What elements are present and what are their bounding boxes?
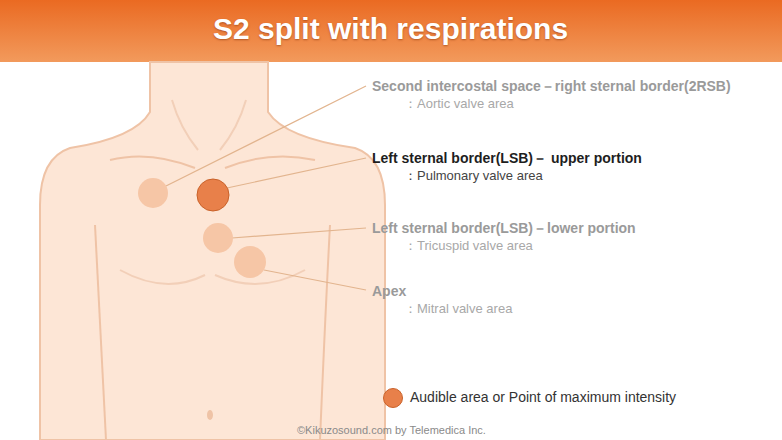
area-heading: Left sternal border(LSB)－lower portion bbox=[372, 220, 636, 238]
area-name: ：Aortic valve area bbox=[404, 95, 514, 113]
legend-text: Audible area or Point of maximum intensi… bbox=[410, 389, 676, 405]
area-heading: Second intercostal space－right sternal b… bbox=[372, 78, 731, 96]
copyright: ©Kikuzosound.com by Telemedica Inc. bbox=[297, 424, 486, 436]
area-name: ：Pulmonary valve area bbox=[404, 167, 543, 185]
title: S2 split with respirations bbox=[213, 12, 568, 46]
area-heading: Apex bbox=[372, 283, 406, 299]
area-name: ：Tricuspid valve area bbox=[404, 237, 533, 255]
area-name: ：Mitral valve area bbox=[404, 300, 512, 318]
legend-swatch bbox=[383, 388, 403, 408]
area-heading: Left sternal border(LSB)－ upper portion bbox=[372, 150, 642, 168]
